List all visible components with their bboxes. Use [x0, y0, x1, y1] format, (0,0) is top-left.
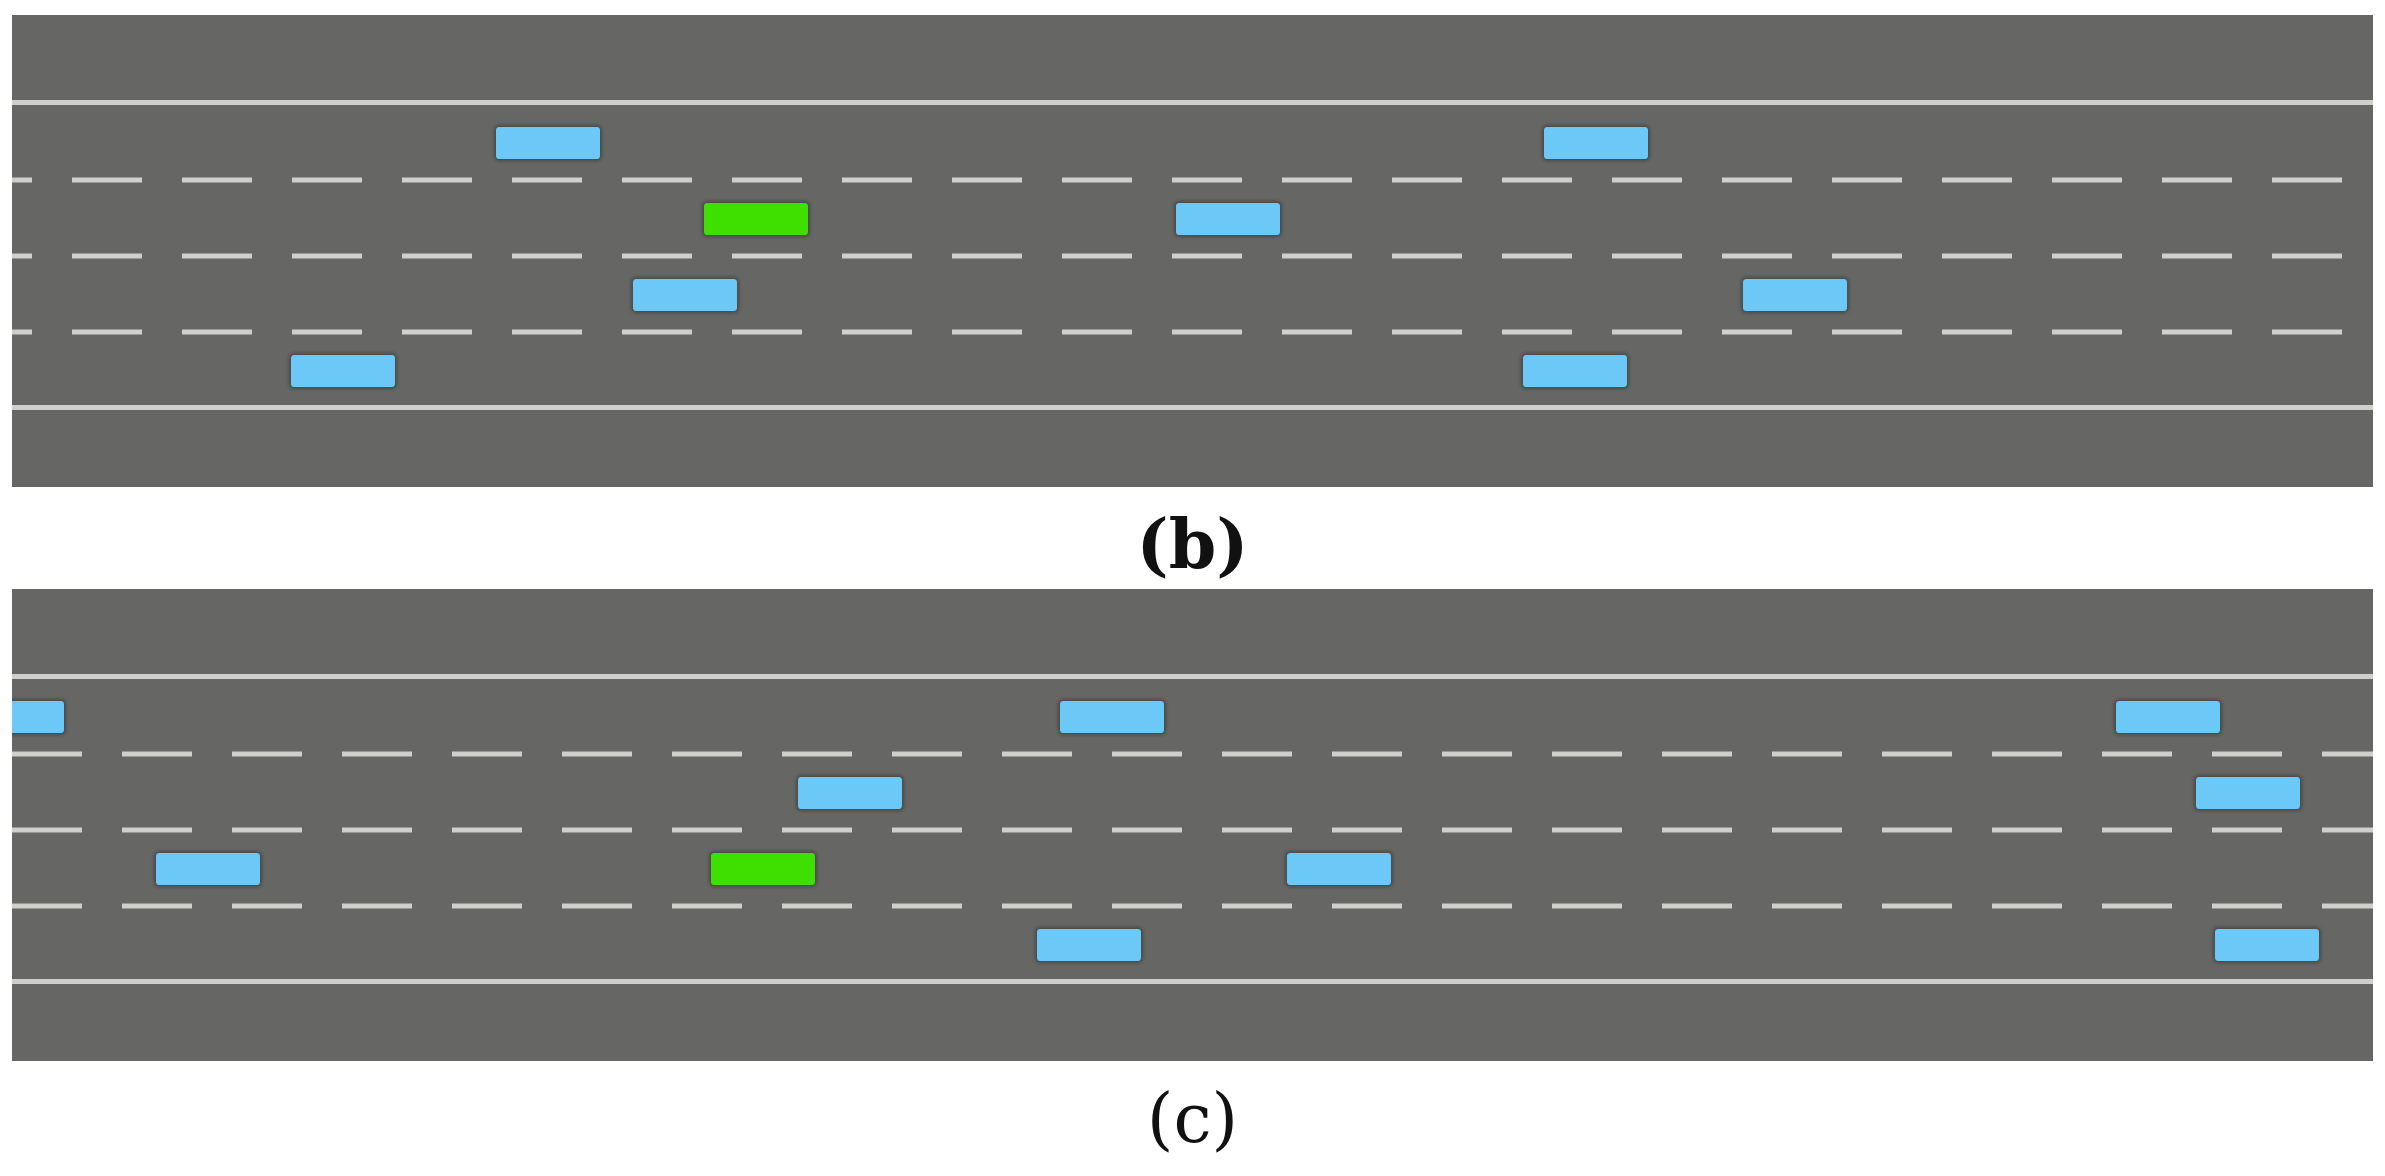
ego-vehicle	[710, 853, 815, 885]
lane-divider-1	[12, 751, 2373, 757]
lane-divider-2	[12, 253, 2373, 259]
other-vehicle	[1036, 929, 1141, 961]
panel-caption-c: (c)	[1146, 1080, 1239, 1159]
ego-vehicle	[703, 203, 808, 235]
other-vehicle	[1523, 355, 1628, 387]
panel-caption-b: (b)	[1136, 505, 1249, 585]
road-edge-bottom	[12, 979, 2373, 984]
road-panel-b	[12, 15, 2373, 487]
other-vehicle	[156, 853, 261, 885]
lane-divider-1	[12, 177, 2373, 183]
other-vehicle	[1544, 127, 1649, 159]
other-vehicle	[2214, 929, 2319, 961]
other-vehicle	[2195, 777, 2300, 809]
other-vehicle	[1742, 279, 1847, 311]
road-edge-top	[12, 674, 2373, 679]
other-vehicle	[1286, 853, 1391, 885]
other-vehicle	[1060, 701, 1165, 733]
other-vehicle	[12, 701, 64, 733]
lane-divider-3	[12, 903, 2373, 909]
road-panel-c	[12, 589, 2373, 1061]
other-vehicle	[2115, 701, 2220, 733]
other-vehicle	[632, 279, 737, 311]
lane-divider-2	[12, 827, 2373, 833]
other-vehicle	[496, 127, 600, 159]
other-vehicle	[1175, 203, 1280, 235]
road-edge-top	[12, 100, 2373, 105]
other-vehicle	[290, 355, 395, 387]
lane-divider-3	[12, 329, 2373, 335]
road-edge-bottom	[12, 405, 2373, 410]
other-vehicle	[798, 777, 903, 809]
